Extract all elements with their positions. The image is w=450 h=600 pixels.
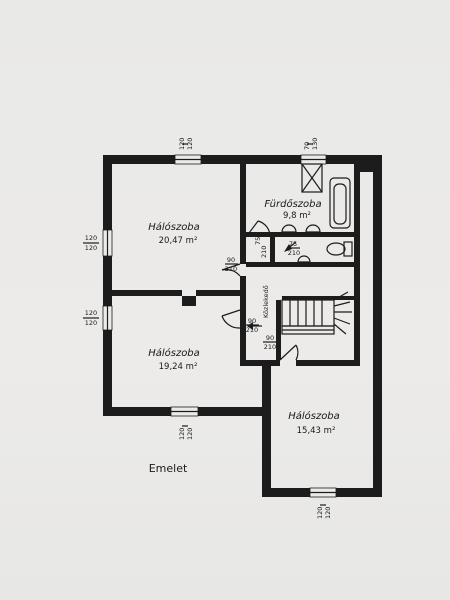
door-hall-a-height: 210 bbox=[246, 326, 258, 334]
door-hall-a-width: 90 bbox=[248, 317, 256, 325]
windows bbox=[102, 154, 337, 498]
room-name-bedroom2: Hálószoba bbox=[148, 347, 200, 359]
room-area-bedroom2: 19,24 m² bbox=[159, 362, 198, 372]
dimension-bars bbox=[83, 143, 326, 506]
room-area-bedroom1: 20,47 m² bbox=[159, 236, 198, 246]
door-dimensions: 90 210 75 210 75 210 90 210 90 210 bbox=[225, 237, 300, 351]
wc-sink bbox=[297, 255, 311, 263]
interior-walls bbox=[112, 164, 373, 366]
shower-tray bbox=[301, 163, 323, 193]
door-bedroom1-height: 210 bbox=[225, 265, 237, 273]
exterior-walls bbox=[103, 155, 382, 497]
dim-top-bath-a: 70 bbox=[303, 142, 311, 150]
door-wc-height: 210 bbox=[260, 246, 268, 258]
door-bedroom1-width: 90 bbox=[227, 256, 235, 264]
toilet bbox=[326, 241, 353, 257]
dim-left-upper-a: 120 bbox=[85, 234, 97, 242]
staircase bbox=[281, 291, 352, 335]
window-left-upper bbox=[102, 229, 113, 257]
room-name-hallway: Közlekedő bbox=[261, 285, 270, 318]
dim-bottom-right-b: 120 bbox=[324, 507, 332, 519]
dim-bottom-left-b: 120 bbox=[186, 428, 194, 440]
bathtub bbox=[329, 177, 351, 229]
dim-top-bath-b: 130 bbox=[311, 138, 319, 150]
window-bottom-left bbox=[170, 406, 199, 417]
door-bedroom3 bbox=[279, 344, 299, 361]
window-top-bath bbox=[300, 154, 327, 165]
bathroom-fixtures bbox=[281, 163, 353, 263]
dim-top-left-b: 120 bbox=[186, 138, 194, 150]
door-hall-b-height: 210 bbox=[264, 343, 276, 351]
room-labels: Hálószoba 20,47 m² Hálószoba 19,24 m² Há… bbox=[148, 198, 340, 436]
dim-left-lower-b: 120 bbox=[85, 319, 97, 327]
window-bottom-right bbox=[309, 487, 337, 498]
room-name-bedroom1: Hálószoba bbox=[148, 221, 200, 233]
door-bathroom bbox=[245, 220, 271, 238]
doors bbox=[221, 220, 299, 361]
room-area-bathroom: 9,8 m² bbox=[283, 211, 311, 221]
dim-bottom-left-a: 120 bbox=[178, 428, 186, 440]
door-bathroom-width: 75 bbox=[289, 240, 297, 248]
window-left-lower bbox=[102, 305, 113, 331]
door-hall-b-width: 90 bbox=[266, 334, 274, 342]
window-dimensions: 120 120 70 130 120 120 120 120 120 120 1… bbox=[85, 138, 332, 519]
door-wc-width: 75 bbox=[254, 237, 262, 245]
dim-top-left-a: 120 bbox=[178, 138, 186, 150]
dim-bottom-right-a: 120 bbox=[316, 507, 324, 519]
plan-caption: Emelet bbox=[149, 462, 188, 475]
door-bedroom1 bbox=[221, 263, 241, 277]
room-area-bedroom3: 15,43 m² bbox=[297, 426, 336, 436]
window-top-left bbox=[174, 154, 202, 165]
washbasins bbox=[281, 224, 321, 233]
room-name-bathroom: Fürdőszoba bbox=[264, 198, 321, 210]
door-bedroom2 bbox=[221, 309, 241, 329]
dim-left-upper-b: 120 bbox=[85, 244, 97, 252]
dim-left-lower-a: 120 bbox=[85, 309, 97, 317]
room-name-bedroom3: Hálószoba bbox=[288, 410, 340, 422]
door-bathroom-height: 210 bbox=[288, 249, 300, 257]
